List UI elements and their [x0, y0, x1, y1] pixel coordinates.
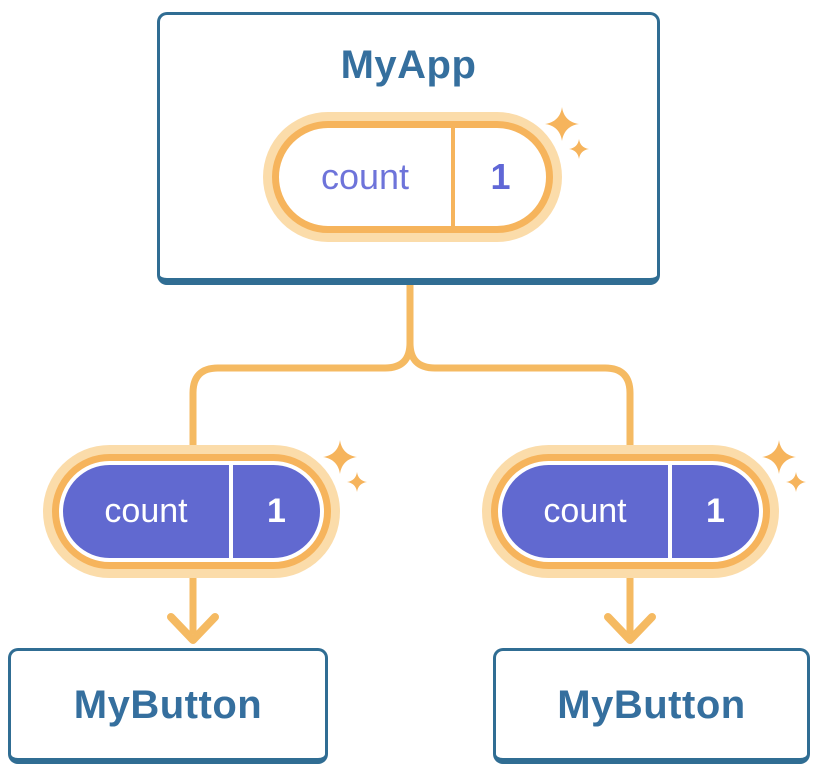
arrow-down-icon: [604, 613, 656, 644]
sparkle-icon: [786, 472, 806, 492]
pill-divider: [229, 465, 233, 558]
mybutton-title: MyButton: [557, 682, 746, 727]
prop-pill-fill: count 1: [502, 465, 759, 558]
mybutton-card-left: MyButton: [8, 648, 328, 764]
prop-value: 1: [706, 492, 725, 530]
sparkle-icon: [762, 440, 796, 474]
arrow-down-icon: [167, 613, 219, 644]
sparkle-icon: [347, 472, 367, 492]
prop-name: count: [543, 492, 627, 530]
mybutton-title: MyButton: [73, 682, 263, 727]
prop-value: 1: [267, 492, 286, 530]
sparkle-icon: [569, 139, 589, 159]
prop-pill-ring: count 1: [491, 454, 770, 569]
pill-divider: [668, 465, 672, 558]
pill-divider: [451, 128, 455, 226]
connector-right-branch: [406, 281, 634, 634]
state-pill-ring: count 1: [272, 121, 553, 233]
right-prop-pill: count 1: [482, 440, 806, 578]
myapp-state-pill: count 1: [263, 107, 589, 242]
myapp-title: MyApp: [340, 43, 477, 87]
prop-name: count: [104, 492, 188, 530]
prop-pill-fill: count 1: [63, 465, 320, 558]
left-prop-pill: count 1: [43, 440, 367, 578]
mybutton-card-right: MyButton: [493, 648, 810, 764]
state-value: 1: [490, 156, 511, 197]
state-name: count: [320, 156, 410, 197]
sparkle-icon: [323, 440, 357, 474]
prop-pill-ring: count 1: [52, 454, 331, 569]
sparkle-icon: [545, 107, 579, 141]
